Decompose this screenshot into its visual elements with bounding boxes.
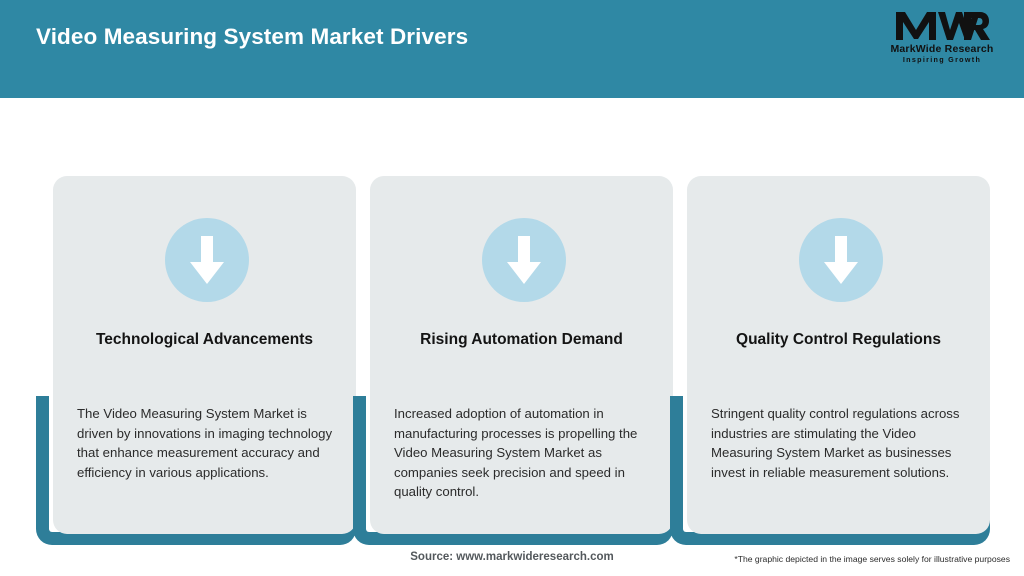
- card-body: Stringent quality control regulations ac…: [711, 406, 960, 480]
- arrow-down-icon: [165, 218, 249, 302]
- source-label: Source: www.markwideresearch.com: [410, 551, 614, 563]
- arrow-down-glyph: [824, 236, 858, 284]
- card-body: The Video Measuring System Market is dri…: [77, 406, 333, 480]
- card-surface[interactable]: Rising Automation Demand Increased adopt…: [370, 176, 673, 534]
- card-surface[interactable]: Technological Advancements The Video Mea…: [53, 176, 356, 534]
- arrow-down-glyph: [507, 236, 541, 284]
- driver-card-2: Rising Automation Demand Increased adopt…: [353, 98, 673, 546]
- mwr-logo-icon: [896, 12, 990, 40]
- card-title: Rising Automation Demand: [420, 331, 623, 348]
- drivers-card-group: Technological Advancements The Video Mea…: [0, 98, 1024, 546]
- logo-company-name: MarkWide Research: [890, 43, 994, 55]
- driver-card-3: Quality Control Regulations Stringent qu…: [670, 98, 990, 546]
- arrow-down-icon: [799, 218, 883, 302]
- arrow-down-icon: [482, 218, 566, 302]
- disclaimer-label: *The graphic depicted in the image serve…: [734, 554, 1010, 564]
- driver-card-1: Technological Advancements The Video Mea…: [36, 98, 356, 546]
- card-title: Technological Advancements: [95, 331, 314, 348]
- card-surface[interactable]: Quality Control Regulations Stringent qu…: [687, 176, 990, 534]
- brand-logo: MarkWide Research Inspiring Growth: [882, 8, 1002, 70]
- card-body: Increased adoption of automation in manu…: [394, 406, 638, 500]
- page-title: Video Measuring System Market Drivers: [36, 24, 469, 49]
- logo-tagline: Inspiring Growth: [902, 55, 982, 64]
- header-bar: Video Measuring System Market Drivers Ma…: [0, 0, 1024, 98]
- arrow-down-glyph: [190, 236, 224, 284]
- card-title: Quality Control Regulations: [736, 331, 941, 348]
- footer: Source: www.markwideresearch.com *The gr…: [0, 546, 1024, 576]
